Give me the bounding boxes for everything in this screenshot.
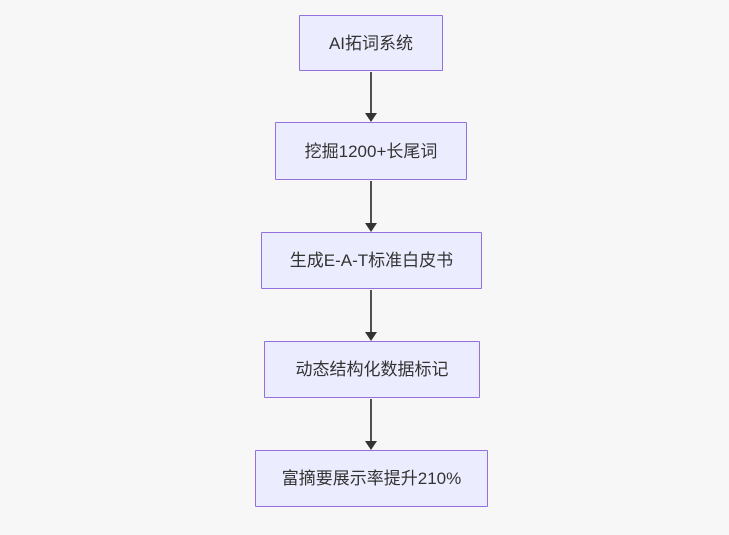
arrow-connector-3 — [365, 290, 377, 341]
arrow-shaft — [370, 181, 372, 223]
arrow-head-icon — [365, 441, 377, 450]
arrow-connector-4 — [365, 399, 377, 450]
arrow-connector-2 — [365, 181, 377, 232]
node-label: 动态结构化数据标记 — [295, 360, 449, 379]
arrow-shaft — [370, 72, 372, 113]
node-label: 挖掘1200+长尾词 — [304, 141, 438, 161]
arrow-connector-1 — [365, 72, 377, 122]
flowchart-node-eat-whitepaper: 生成E-A-T标准白皮书 — [261, 232, 482, 289]
node-label: AI拓词系统 — [328, 33, 414, 53]
arrow-head-icon — [365, 113, 377, 122]
flowchart-node-structured-data-markup: 动态结构化数据标记 — [264, 341, 480, 398]
arrow-shaft — [370, 290, 372, 332]
node-label: 生成E-A-T标准白皮书 — [289, 251, 454, 270]
node-label: 富摘要展示率提升210% — [281, 469, 462, 488]
arrow-shaft — [370, 399, 372, 441]
arrow-head-icon — [365, 223, 377, 232]
flowchart-node-ai-word-system: AI拓词系统 — [299, 15, 443, 71]
flowchart-node-rich-snippet-result: 富摘要展示率提升210% — [255, 450, 488, 507]
arrow-head-icon — [365, 332, 377, 341]
flowchart-node-longtail-keywords: 挖掘1200+长尾词 — [275, 122, 467, 180]
